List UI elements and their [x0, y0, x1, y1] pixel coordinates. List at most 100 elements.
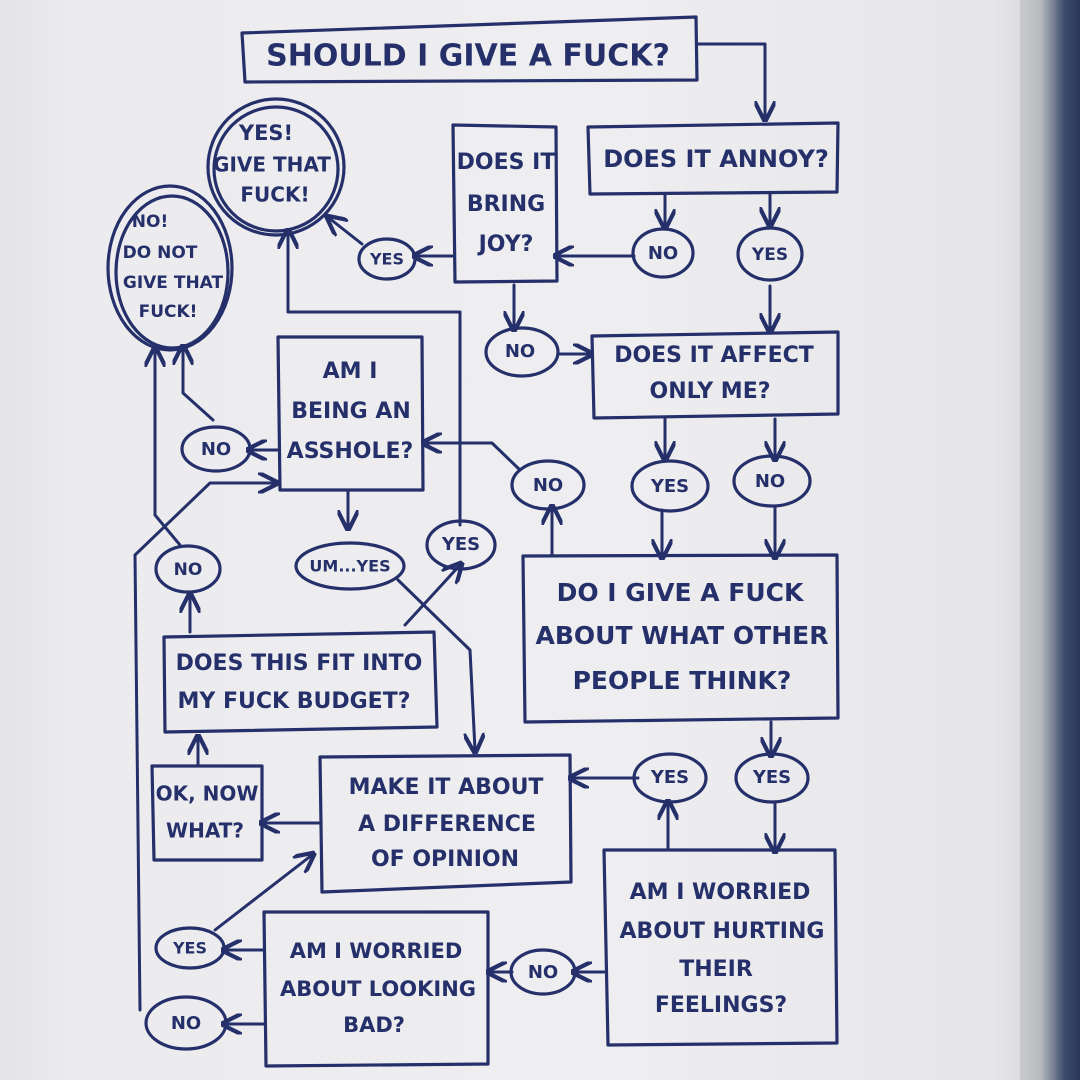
node-ok-now-line2: WHAT? — [166, 819, 244, 843]
answer-asshole-no: NO — [180, 425, 252, 473]
answer-looking-yes-oval — [154, 926, 226, 970]
node-yes-give-circle — [206, 97, 346, 237]
answer-budget-no: NO — [154, 544, 222, 594]
answer-budget-no-label: NO — [174, 560, 203, 580]
arrow-yes-to-givefuck — [288, 232, 462, 527]
answer-looking-no-label: NO — [171, 1013, 201, 1034]
answer-care-no-oval — [510, 459, 586, 511]
node-difference-line3: OF OPINION — [371, 847, 519, 872]
node-asshole: AM I BEING AN ASSHOLE? — [276, 335, 425, 492]
node-no-give-oval-inner — [114, 194, 230, 350]
node-no-give: NO! DO NOT GIVE THAT FUCK! — [106, 184, 234, 352]
node-budget: DOES THIS FIT INTO MY FUCK BUDGET? — [162, 630, 439, 734]
answer-hurting-no: NO — [509, 948, 577, 996]
answer-annoy-no-label: NO — [648, 243, 678, 264]
arrow-no-to-nogive-left — [155, 350, 182, 547]
node-hurting-box — [602, 848, 839, 1047]
node-annoy-label: DOES IT ANNOY? — [603, 145, 829, 173]
answer-annoy-yes: YES — [736, 226, 804, 282]
node-ok-now: OK, NOW WHAT? — [150, 764, 264, 862]
answer-affect-no-label: NO — [755, 471, 785, 492]
node-hurting-line1: AM I WORRIED — [630, 880, 811, 905]
answer-hurting-yes: YES — [632, 752, 708, 804]
answer-asshole-umyes-label: UM...YES — [309, 557, 390, 576]
node-looking-bad-box — [262, 910, 490, 1068]
answer-care-yes-label: YES — [752, 767, 791, 788]
answer-looking-yes-label: YES — [172, 939, 207, 958]
node-start-label: SHOULD I GIVE A FUCK? — [266, 39, 670, 74]
node-yes-give-circle-inner — [212, 105, 340, 233]
node-budget-line1: DOES THIS FIT INTO — [176, 651, 423, 676]
node-joy: DOES IT BRING JOY? — [451, 123, 559, 284]
node-hurting-line2: ABOUT HURTING — [620, 919, 825, 944]
node-annoy-box — [586, 121, 840, 196]
answer-budget-yes-label: YES — [441, 534, 480, 555]
answer-care-no: NO — [510, 459, 586, 511]
answer-budget-no-oval — [154, 544, 222, 594]
answer-budget-yes-oval — [425, 519, 497, 571]
node-hurting-line3: THEIR — [679, 957, 753, 982]
answer-looking-no-oval — [144, 995, 228, 1051]
node-care-box — [521, 553, 840, 724]
node-asshole-line1: AM I — [323, 359, 378, 384]
answer-annoy-yes-label: YES — [751, 245, 788, 265]
answer-asshole-umyes: UM...YES — [294, 541, 406, 591]
answer-looking-yes: YES — [154, 926, 226, 970]
node-care: DO I GIVE A FUCK ABOUT WHAT OTHER PEOPLE… — [521, 553, 840, 724]
node-asshole-box — [276, 335, 425, 492]
answer-care-no-label: NO — [533, 475, 563, 496]
answer-looking-no: NO — [144, 995, 228, 1051]
answer-affect-yes-label: YES — [650, 476, 689, 497]
node-start: SHOULD I GIVE A FUCK? — [240, 15, 699, 84]
node-ok-now-line1: OK, NOW — [156, 782, 259, 806]
arrow-umyes-to-difference — [396, 578, 475, 750]
connectors — [133, 42, 775, 1024]
node-joy-line1: DOES IT — [457, 150, 556, 175]
page-edge-shadow — [1020, 0, 1080, 1080]
node-affect-line2: ONLY ME? — [650, 379, 771, 404]
node-no-give-line4: FUCK! — [139, 302, 198, 322]
node-affect: DOES IT AFFECT ONLY ME? — [590, 330, 840, 420]
node-yes-give: YES! GIVE THAT FUCK! — [206, 97, 346, 237]
answer-joy-yes-oval — [357, 237, 417, 281]
node-affect-box — [590, 330, 840, 420]
answer-joy-yes-label: YES — [369, 250, 404, 269]
answer-joy-no-label: NO — [505, 341, 535, 362]
answer-affect-no-oval — [732, 454, 812, 508]
node-no-give-line3: GIVE THAT — [123, 273, 224, 293]
node-care-line1: DO I GIVE A FUCK — [557, 578, 805, 607]
answer-hurting-no-label: NO — [528, 962, 558, 983]
arrow-budget-to-yes — [403, 565, 460, 627]
answer-annoy-no-oval — [631, 227, 695, 279]
node-difference-line1: MAKE IT ABOUT — [349, 775, 544, 800]
node-difference-box — [318, 753, 573, 894]
arrow-loop-to-asshole — [133, 483, 275, 1012]
answer-hurting-no-oval — [509, 948, 577, 996]
answer-asshole-no-label: NO — [201, 439, 231, 460]
answer-joy-no: NO — [484, 326, 560, 378]
node-difference: MAKE IT ABOUT A DIFFERENCE OF OPINION — [318, 753, 573, 894]
node-start-box — [240, 15, 699, 84]
node-no-give-oval — [106, 184, 234, 352]
answer-affect-yes: YES — [630, 459, 710, 513]
node-looking-bad-line1: AM I WORRIED — [290, 939, 463, 963]
answer-hurting-yes-label: YES — [650, 767, 689, 788]
node-looking-bad-line2: ABOUT LOOKING — [280, 977, 476, 1001]
node-budget-box — [162, 630, 439, 734]
node-asshole-line2: BEING AN — [291, 399, 411, 424]
answer-affect-no: NO — [732, 454, 812, 508]
answer-joy-no-oval — [484, 326, 560, 378]
answer-asshole-umyes-oval — [294, 541, 406, 591]
answer-care-yes-oval — [734, 752, 810, 804]
answer-affect-yes-oval — [630, 459, 710, 513]
arrow-no-to-asshole — [425, 443, 522, 472]
node-joy-box — [451, 123, 559, 284]
node-looking-bad-line3: BAD? — [343, 1013, 405, 1037]
node-budget-line2: MY FUCK BUDGET? — [178, 689, 411, 714]
arrow-yes-to-give — [329, 218, 364, 246]
answer-hurting-yes-oval — [632, 752, 708, 804]
arrow-start-to-annoy — [695, 42, 765, 118]
answer-asshole-no-oval — [180, 425, 252, 473]
paper-page — [0, 0, 1035, 1080]
